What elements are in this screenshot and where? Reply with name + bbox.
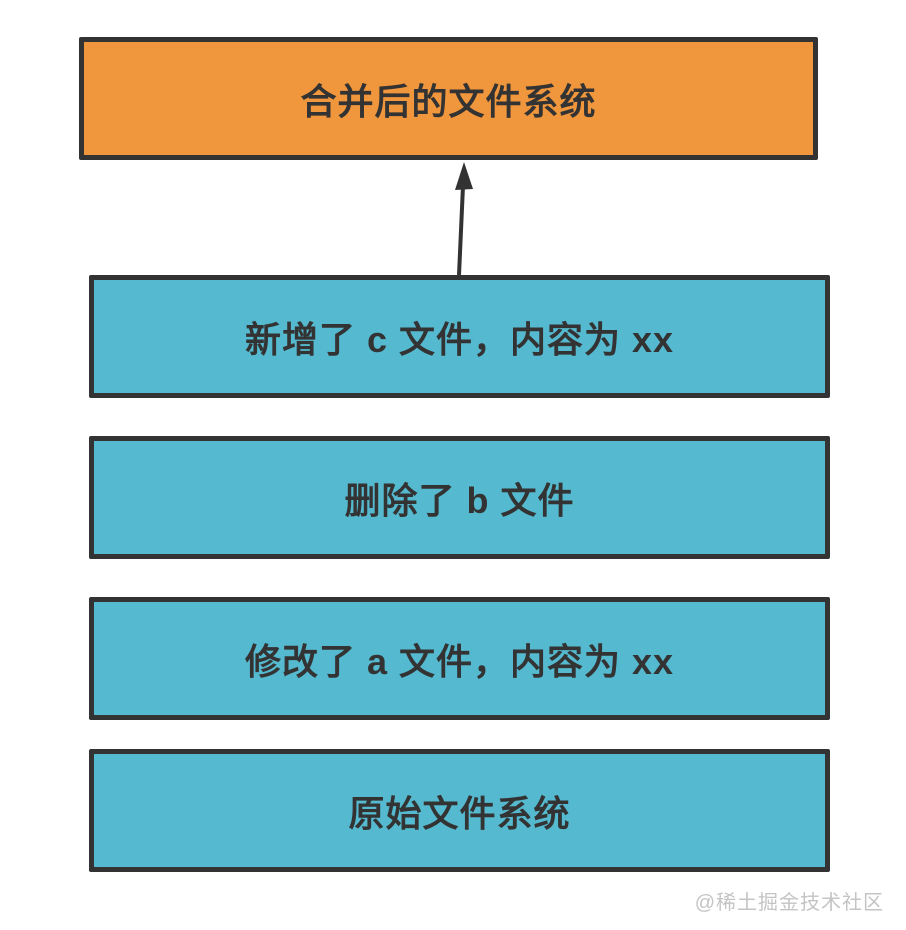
merged-filesystem-box: 合并后的文件系统 — [79, 37, 818, 160]
layer-box-label: 原始文件系统 — [348, 792, 571, 834]
layer-box-label: 新增了 c 文件，内容为 xx — [244, 318, 675, 360]
merge-up-arrow-icon — [455, 162, 473, 276]
layer-box-add-c: 新增了 c 文件，内容为 xx — [89, 275, 830, 398]
watermark: @稀土掘金技术社区 — [694, 892, 884, 914]
layer-box-label: 删除了 b 文件 — [344, 479, 575, 521]
layer-box-label: 修改了 a 文件，内容为 xx — [244, 640, 675, 682]
merged-filesystem-label: 合并后的文件系统 — [300, 80, 597, 122]
layer-box-modify-a: 修改了 a 文件，内容为 xx — [89, 597, 830, 720]
layer-box-delete-b: 删除了 b 文件 — [89, 436, 830, 559]
layer-box-original-filesystem: 原始文件系统 — [89, 749, 830, 872]
